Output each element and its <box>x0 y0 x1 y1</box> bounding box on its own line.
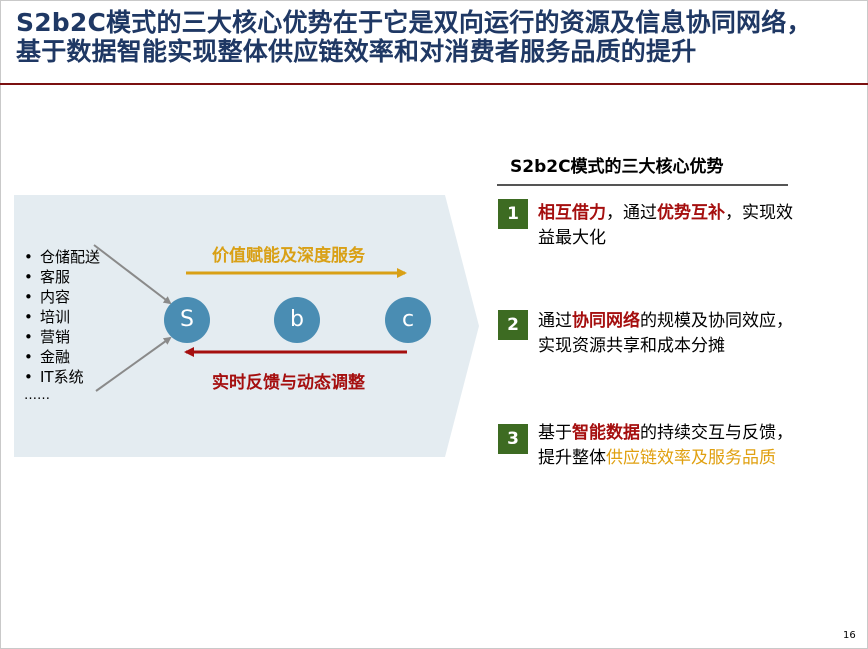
resource-item: 仓储配送 <box>24 247 104 267</box>
advantage-1-lead: 相互借力 <box>538 203 606 223</box>
advantage-3-gold: 供应链效率及服务品质 <box>606 448 776 468</box>
forward-flow-label: 价值赋能及深度服务 <box>212 246 365 266</box>
diagram-background <box>14 195 479 457</box>
resource-item: 培训 <box>24 307 104 327</box>
advantage-number-1: 1 <box>498 199 528 229</box>
advantages-title: S2b2C模式的三大核心优势 <box>510 157 724 177</box>
advantage-3-text-b: 的持续交互与反馈，提升整体 <box>538 423 793 468</box>
title-line-2: 基于数据智能实现整体供应链效率和对消费者服务品质的提升 <box>16 37 697 66</box>
connector-bottom-arrow <box>95 336 172 392</box>
node-consumer: c <box>385 297 431 343</box>
slide-title: S2b2C模式的三大核心优势在于它是双向运行的资源及信息协同网络， 基于数据智能… <box>16 8 861 66</box>
title-divider <box>0 83 868 85</box>
resource-list: 仓储配送 客服 内容 培训 营销 金融 IT系统 …… <box>24 247 104 403</box>
advantage-2-text-b: 的规模及协同效应，实现资源共享和成本分摊 <box>538 311 793 356</box>
advantage-3-text-a: 基于 <box>538 423 572 443</box>
node-business: b <box>274 297 320 343</box>
advantage-1-text-b: ，实现效益最大化 <box>538 203 793 248</box>
advantage-1-highlight: 优势互补 <box>657 203 725 223</box>
connector-top-arrow <box>93 244 172 305</box>
advantages-divider <box>497 184 788 186</box>
resource-item: 营销 <box>24 327 104 347</box>
backward-flow-label: 实时反馈与动态调整 <box>212 373 365 393</box>
advantage-text-2: 通过协同网络的规模及协同效应，实现资源共享和成本分摊 <box>538 309 793 359</box>
resource-item: 客服 <box>24 267 104 287</box>
advantage-number-2: 2 <box>498 310 528 340</box>
advantage-3-highlight: 智能数据 <box>572 423 640 443</box>
advantage-2-text-a: 通过 <box>538 311 572 331</box>
advantage-number-3: 3 <box>498 424 528 454</box>
title-line-1: S2b2C模式的三大核心优势在于它是双向运行的资源及信息协同网络， <box>16 8 812 37</box>
node-supplier: S <box>164 297 210 343</box>
resource-item: 内容 <box>24 287 104 307</box>
advantage-text-3: 基于智能数据的持续交互与反馈，提升整体供应链效率及服务品质 <box>538 421 793 471</box>
advantage-1-text-a: ，通过 <box>606 203 657 223</box>
resource-item: 金融 <box>24 347 104 367</box>
advantage-text-1: 相互借力，通过优势互补，实现效益最大化 <box>538 201 793 251</box>
resource-more: …… <box>24 388 50 403</box>
resource-item: IT系统 <box>24 367 104 387</box>
advantage-2-highlight: 协同网络 <box>572 311 640 331</box>
page-number: 16 <box>843 630 856 641</box>
